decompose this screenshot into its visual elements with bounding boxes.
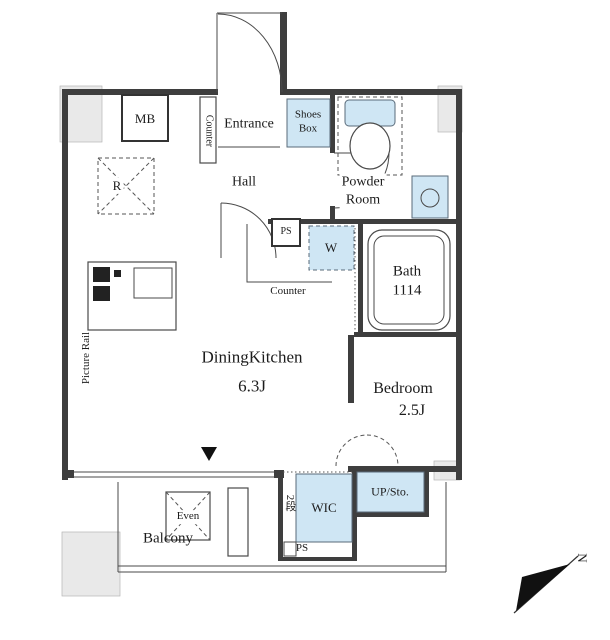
- label-two-steps: 2段: [283, 494, 296, 512]
- meter-box: [121, 94, 169, 142]
- label-refrigerator: R: [110, 177, 124, 195]
- wall-right: [456, 89, 462, 480]
- wall-left: [62, 89, 68, 480]
- wall-bedroom-bottom: [348, 466, 458, 472]
- wall-hall-powder: [330, 95, 335, 153]
- up-storage-area: [356, 471, 425, 513]
- vanity-counter: [246, 224, 332, 283]
- washbasin-bowl: [420, 188, 440, 208]
- wall-entrance-right: [280, 12, 287, 95]
- hatch-diagonal-1: [165, 491, 211, 541]
- label-up-storage: UP/Sto.: [371, 484, 409, 499]
- label-washer: W: [324, 239, 338, 255]
- label-balcony: Balcony: [143, 530, 193, 547]
- stove-burner-2: [93, 286, 110, 301]
- label-shoes-box: Shoes Box: [294, 108, 322, 134]
- wall-top-left: [62, 89, 218, 95]
- wall-bath-left: [358, 224, 363, 334]
- label-entrance: Entrance: [224, 116, 274, 132]
- label-picture-rail: Picture Rail: [80, 331, 93, 385]
- wall-storage-bottom: [352, 512, 429, 517]
- wall-wic-bottom: [278, 557, 357, 561]
- label-meter-box: MB: [134, 110, 156, 126]
- wall-bath-bedroom: [354, 332, 462, 337]
- wall-top-right: [280, 89, 462, 95]
- label-pipe-space-upper: PS: [280, 225, 292, 237]
- washer-space: [308, 225, 355, 271]
- label-wic: WIC: [311, 499, 337, 515]
- wall-powder-stub: [330, 206, 335, 224]
- label-counter: Counter: [268, 285, 308, 299]
- shoes-box: [286, 98, 331, 148]
- washbasin: [411, 175, 449, 219]
- stove-control: [114, 270, 121, 277]
- label-evacuation-hatch: Even: [174, 510, 202, 524]
- entry-marker: [201, 447, 217, 461]
- label-entrance-counter: Counter: [203, 114, 215, 148]
- label-bedroom: Bedroom: [373, 380, 433, 397]
- pipe-space-upper-box: [271, 218, 301, 247]
- bedroom-door-arc-2: [366, 434, 399, 467]
- entrance-door-arc: [217, 13, 283, 93]
- hall-door-arc: [220, 202, 277, 259]
- pipe-space-lower-box: [283, 541, 297, 557]
- balcony-partition: [227, 487, 249, 557]
- label-hall: Hall: [231, 174, 257, 190]
- compass-arrow: [516, 564, 570, 611]
- wall-bedroom-left: [348, 335, 354, 403]
- entrance-counter: [199, 96, 217, 164]
- wall-wic-left: [278, 470, 283, 560]
- label-dining-kitchen: DiningKitchen: [201, 347, 303, 367]
- hatch-diagonal-2: [165, 491, 211, 541]
- label-dining-kitchen-size: 6.3J: [238, 376, 266, 396]
- refrigerator-cross-2: [97, 157, 155, 215]
- bathtub-inner: [373, 235, 445, 325]
- kitchen-sink: [133, 267, 173, 299]
- label-north: N: [575, 553, 591, 563]
- wic-area: [295, 473, 353, 543]
- toilet-tank: [344, 99, 396, 127]
- bedroom-door-arc-1: [335, 434, 368, 467]
- column-bottom-left: [61, 531, 121, 597]
- label-pipe-space-lower: PS: [295, 542, 309, 555]
- label-powder-room: Powder Room: [339, 173, 387, 209]
- refrigerator-cross-1: [97, 157, 155, 215]
- toilet-bowl: [349, 122, 391, 170]
- wall-window-stub-left: [62, 470, 74, 478]
- stove-burner-1: [93, 267, 110, 282]
- label-bath: Bath 1114: [390, 262, 424, 300]
- toilet-area-outline: [337, 96, 403, 176]
- wall-storage-right: [424, 472, 429, 517]
- label-bedroom-size: 2.5J: [398, 402, 426, 419]
- wall-powder-bath: [268, 219, 462, 224]
- refrigerator-space: [97, 157, 155, 215]
